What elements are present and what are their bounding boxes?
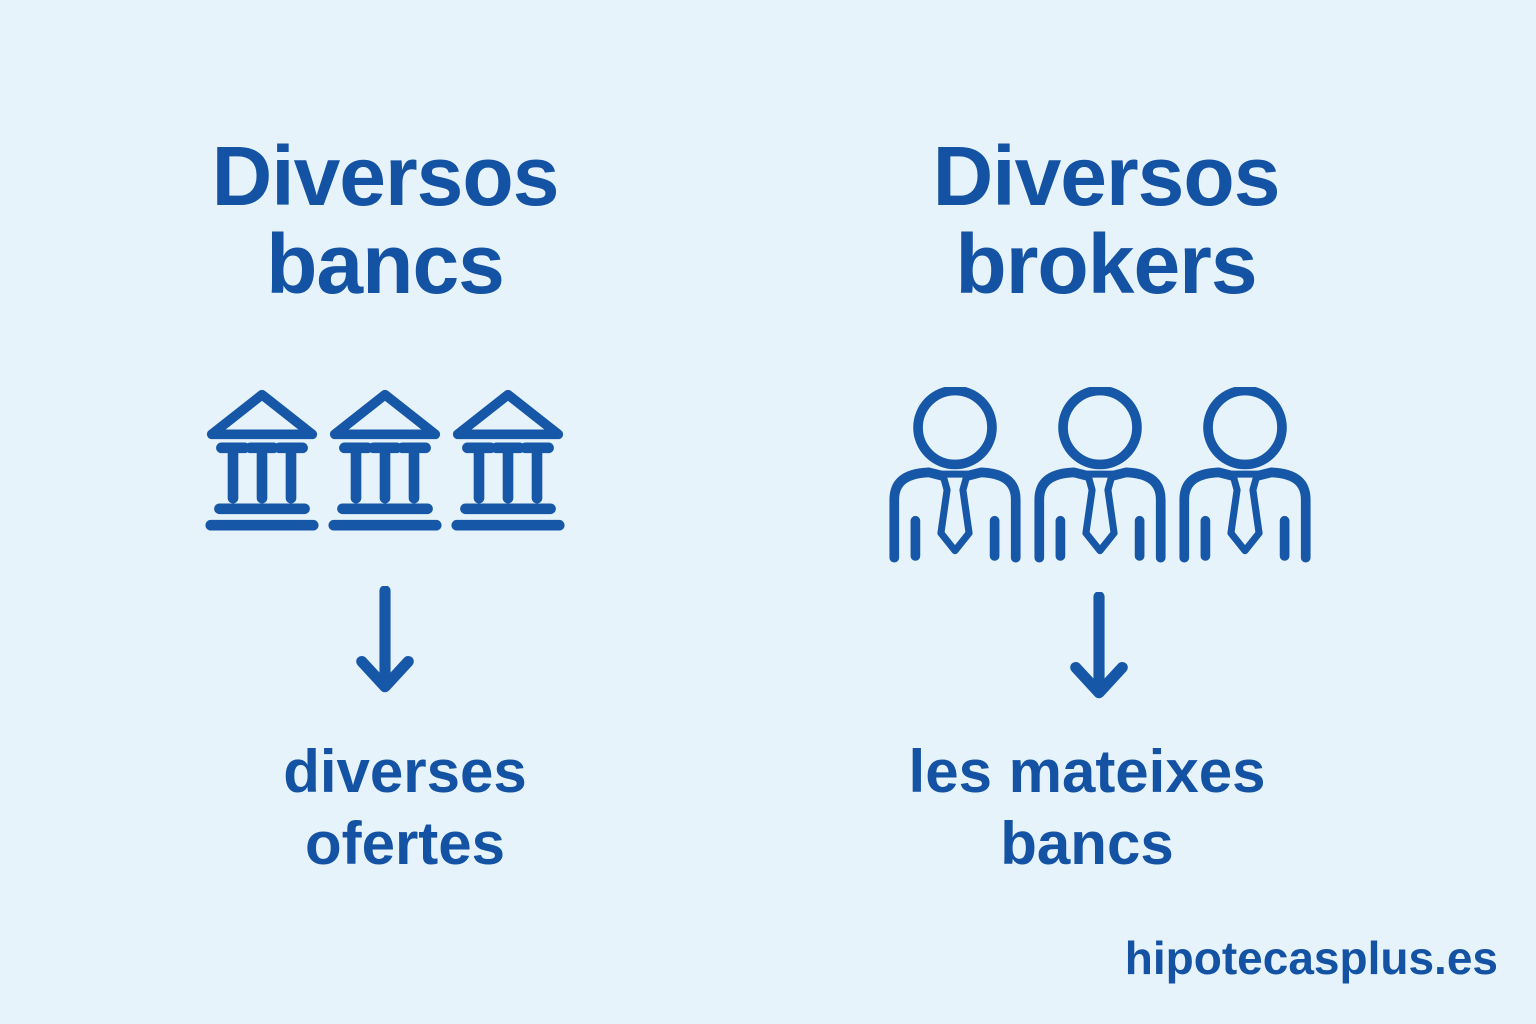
- bank-icon: [328, 389, 442, 531]
- bank-icon: [205, 389, 319, 531]
- left-caption-line1: diverses: [283, 738, 527, 805]
- right-title-line1: Diversos: [932, 129, 1281, 223]
- watermark: hipotecasplus.es: [1124, 932, 1498, 984]
- right-arrow: [1068, 592, 1130, 714]
- left-arrow: [354, 586, 416, 708]
- left-caption: diverses ofertes: [105, 736, 705, 880]
- down-arrow-icon: [1070, 592, 1128, 699]
- left-caption-line2: ofertes: [304, 810, 506, 877]
- left-title-line2: bancs: [266, 217, 505, 311]
- broker-icon: [1034, 387, 1166, 563]
- down-arrow-icon: [356, 586, 414, 693]
- left-title-line1: Diversos: [211, 129, 560, 223]
- broker-icon: [1179, 387, 1311, 563]
- right-caption: les mateixes bancs: [787, 736, 1387, 880]
- bank-icon-row: [204, 386, 566, 531]
- broker-icon-row: [889, 387, 1311, 563]
- bank-icon: [451, 389, 565, 531]
- right-caption-line1: les mateixes: [908, 738, 1266, 805]
- right-title-line2: brokers: [955, 217, 1257, 311]
- left-title: Diversos bancs: [79, 132, 691, 308]
- broker-icon: [889, 387, 1021, 563]
- right-caption-line2: bancs: [1000, 810, 1174, 877]
- right-title: Diversos brokers: [800, 132, 1412, 308]
